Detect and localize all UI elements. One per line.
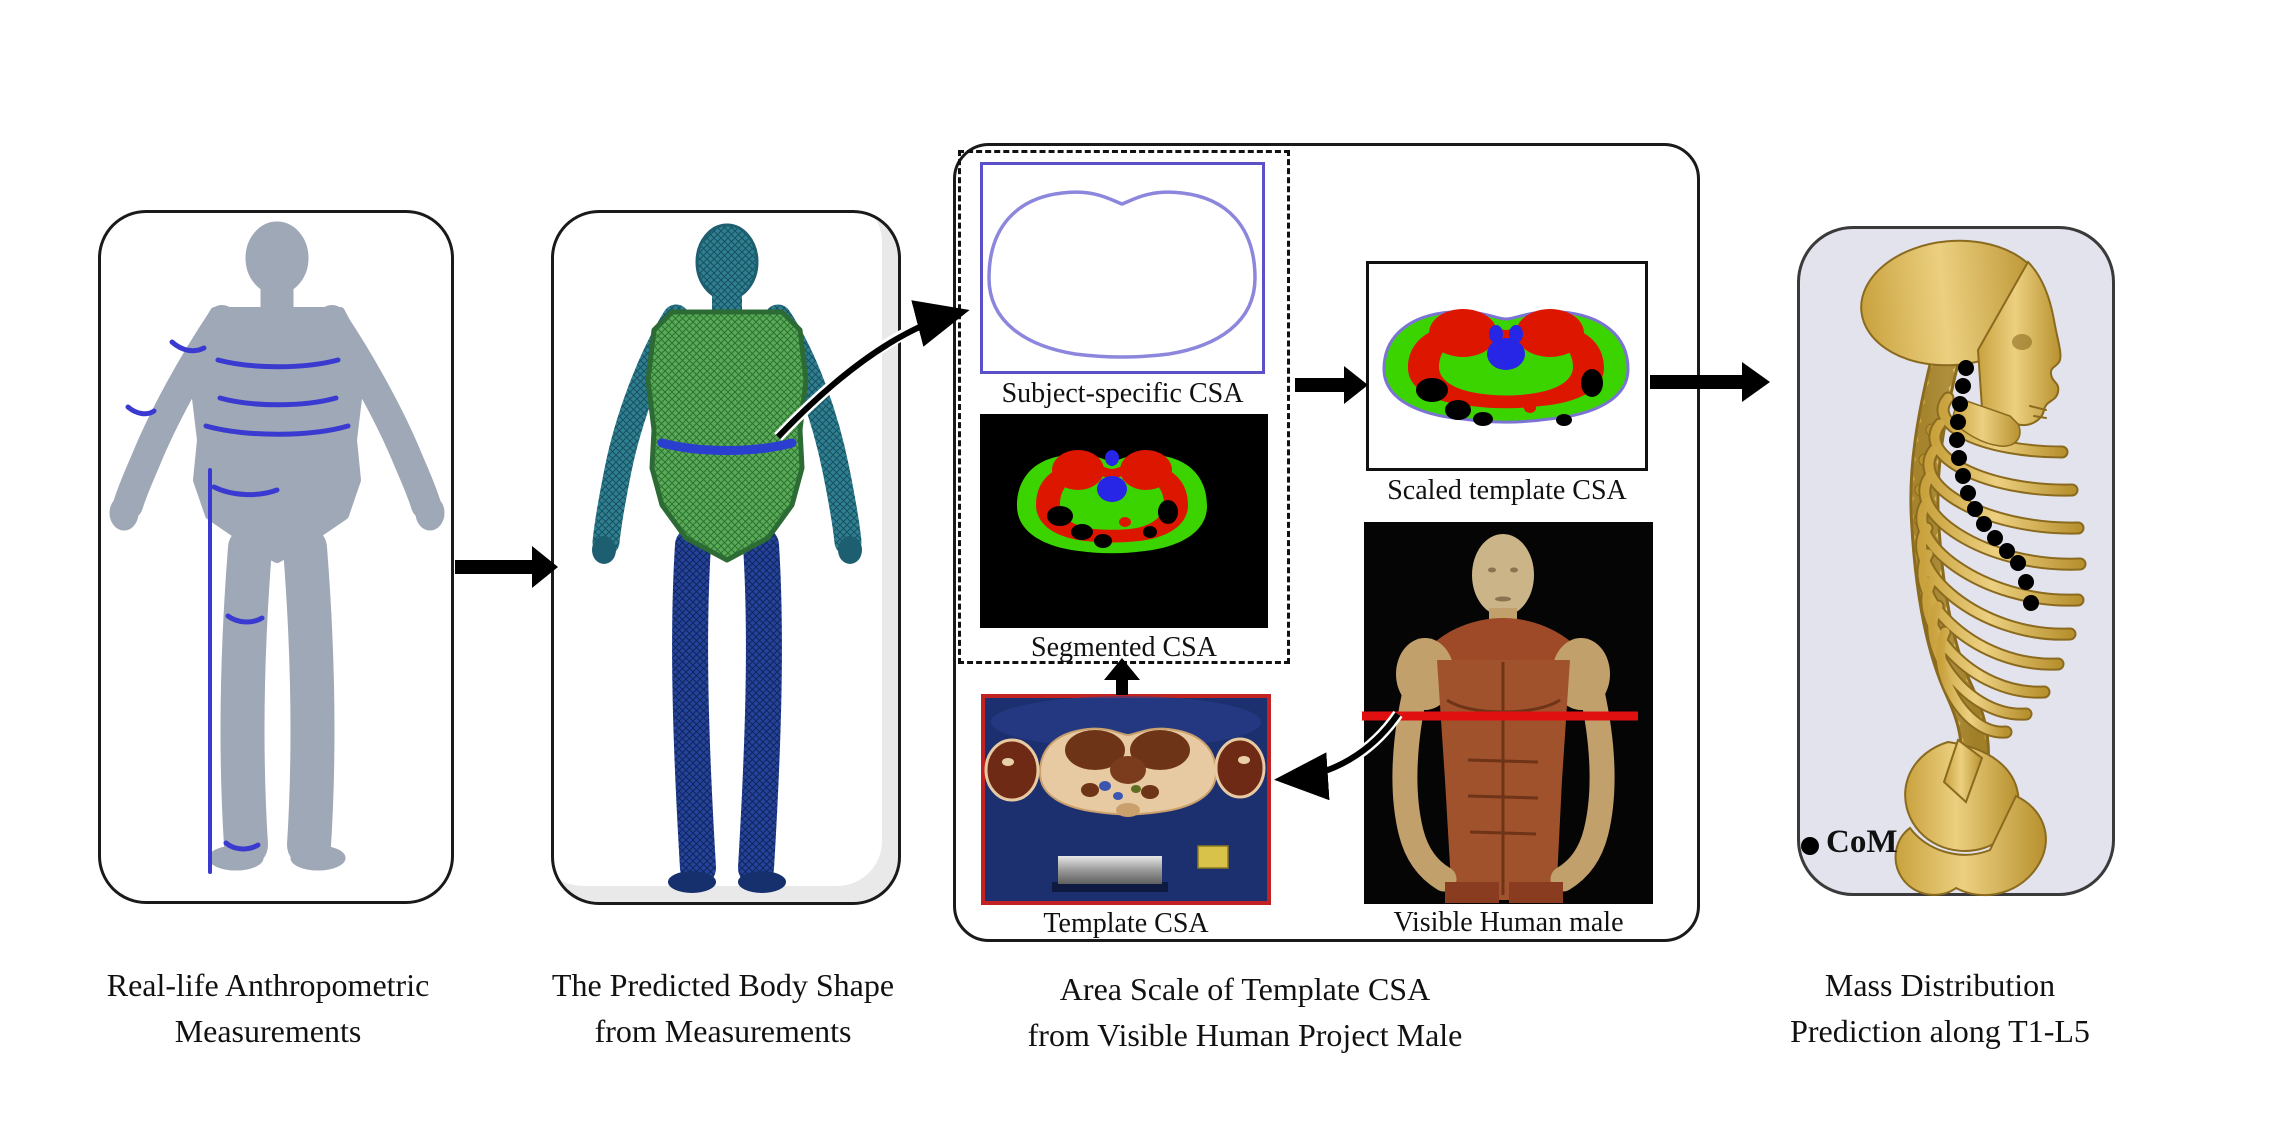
caption-line: Prediction along T1-L5	[1790, 1013, 2090, 1049]
scaled-template-csa-box	[1366, 261, 1648, 471]
caption-line: from Visible Human Project Male	[1027, 1017, 1463, 1053]
arrow-shape-to-mesh	[455, 546, 558, 588]
label-visible-human-male: Visible Human male	[1393, 907, 1624, 938]
label-template-csa: Template CSA	[1043, 908, 1209, 939]
caption-mass-distribution: Mass Distribution Prediction along T1-L5	[1690, 962, 2190, 1054]
caption-line: Measurements	[174, 1013, 362, 1049]
label-segmented-csa: Segmented CSA	[1031, 632, 1217, 663]
template-csa-box	[981, 694, 1271, 905]
label-scaled-template-csa: Scaled template CSA	[1387, 475, 1627, 506]
subject-specific-csa-box	[980, 162, 1265, 374]
caption-line: The Predicted Body Shape	[551, 967, 895, 1003]
caption-line: Real-life Anthropometric	[106, 967, 430, 1003]
panel-mass-distribution	[1797, 226, 2115, 896]
caption-predicted-shape: The Predicted Body Shape from Measuremen…	[473, 962, 973, 1054]
visible-human-box	[1364, 522, 1653, 904]
segmented-csa-box	[980, 414, 1268, 628]
panel-anthropometric-silhouette	[98, 210, 454, 904]
panel-predicted-body-mesh	[551, 210, 901, 905]
caption-line: from Measurements	[594, 1013, 852, 1049]
caption-line: Mass Distribution	[1824, 967, 2056, 1003]
caption-line: Area Scale of Template CSA	[1059, 971, 1431, 1007]
caption-area-scale: Area Scale of Template CSA from Visible …	[995, 966, 1495, 1058]
label-subject-specific-csa: Subject-specific CSA	[1001, 378, 1244, 409]
caption-anthropometric: Real-life Anthropometric Measurements	[18, 962, 518, 1054]
com-label: CoM	[1826, 824, 1898, 860]
